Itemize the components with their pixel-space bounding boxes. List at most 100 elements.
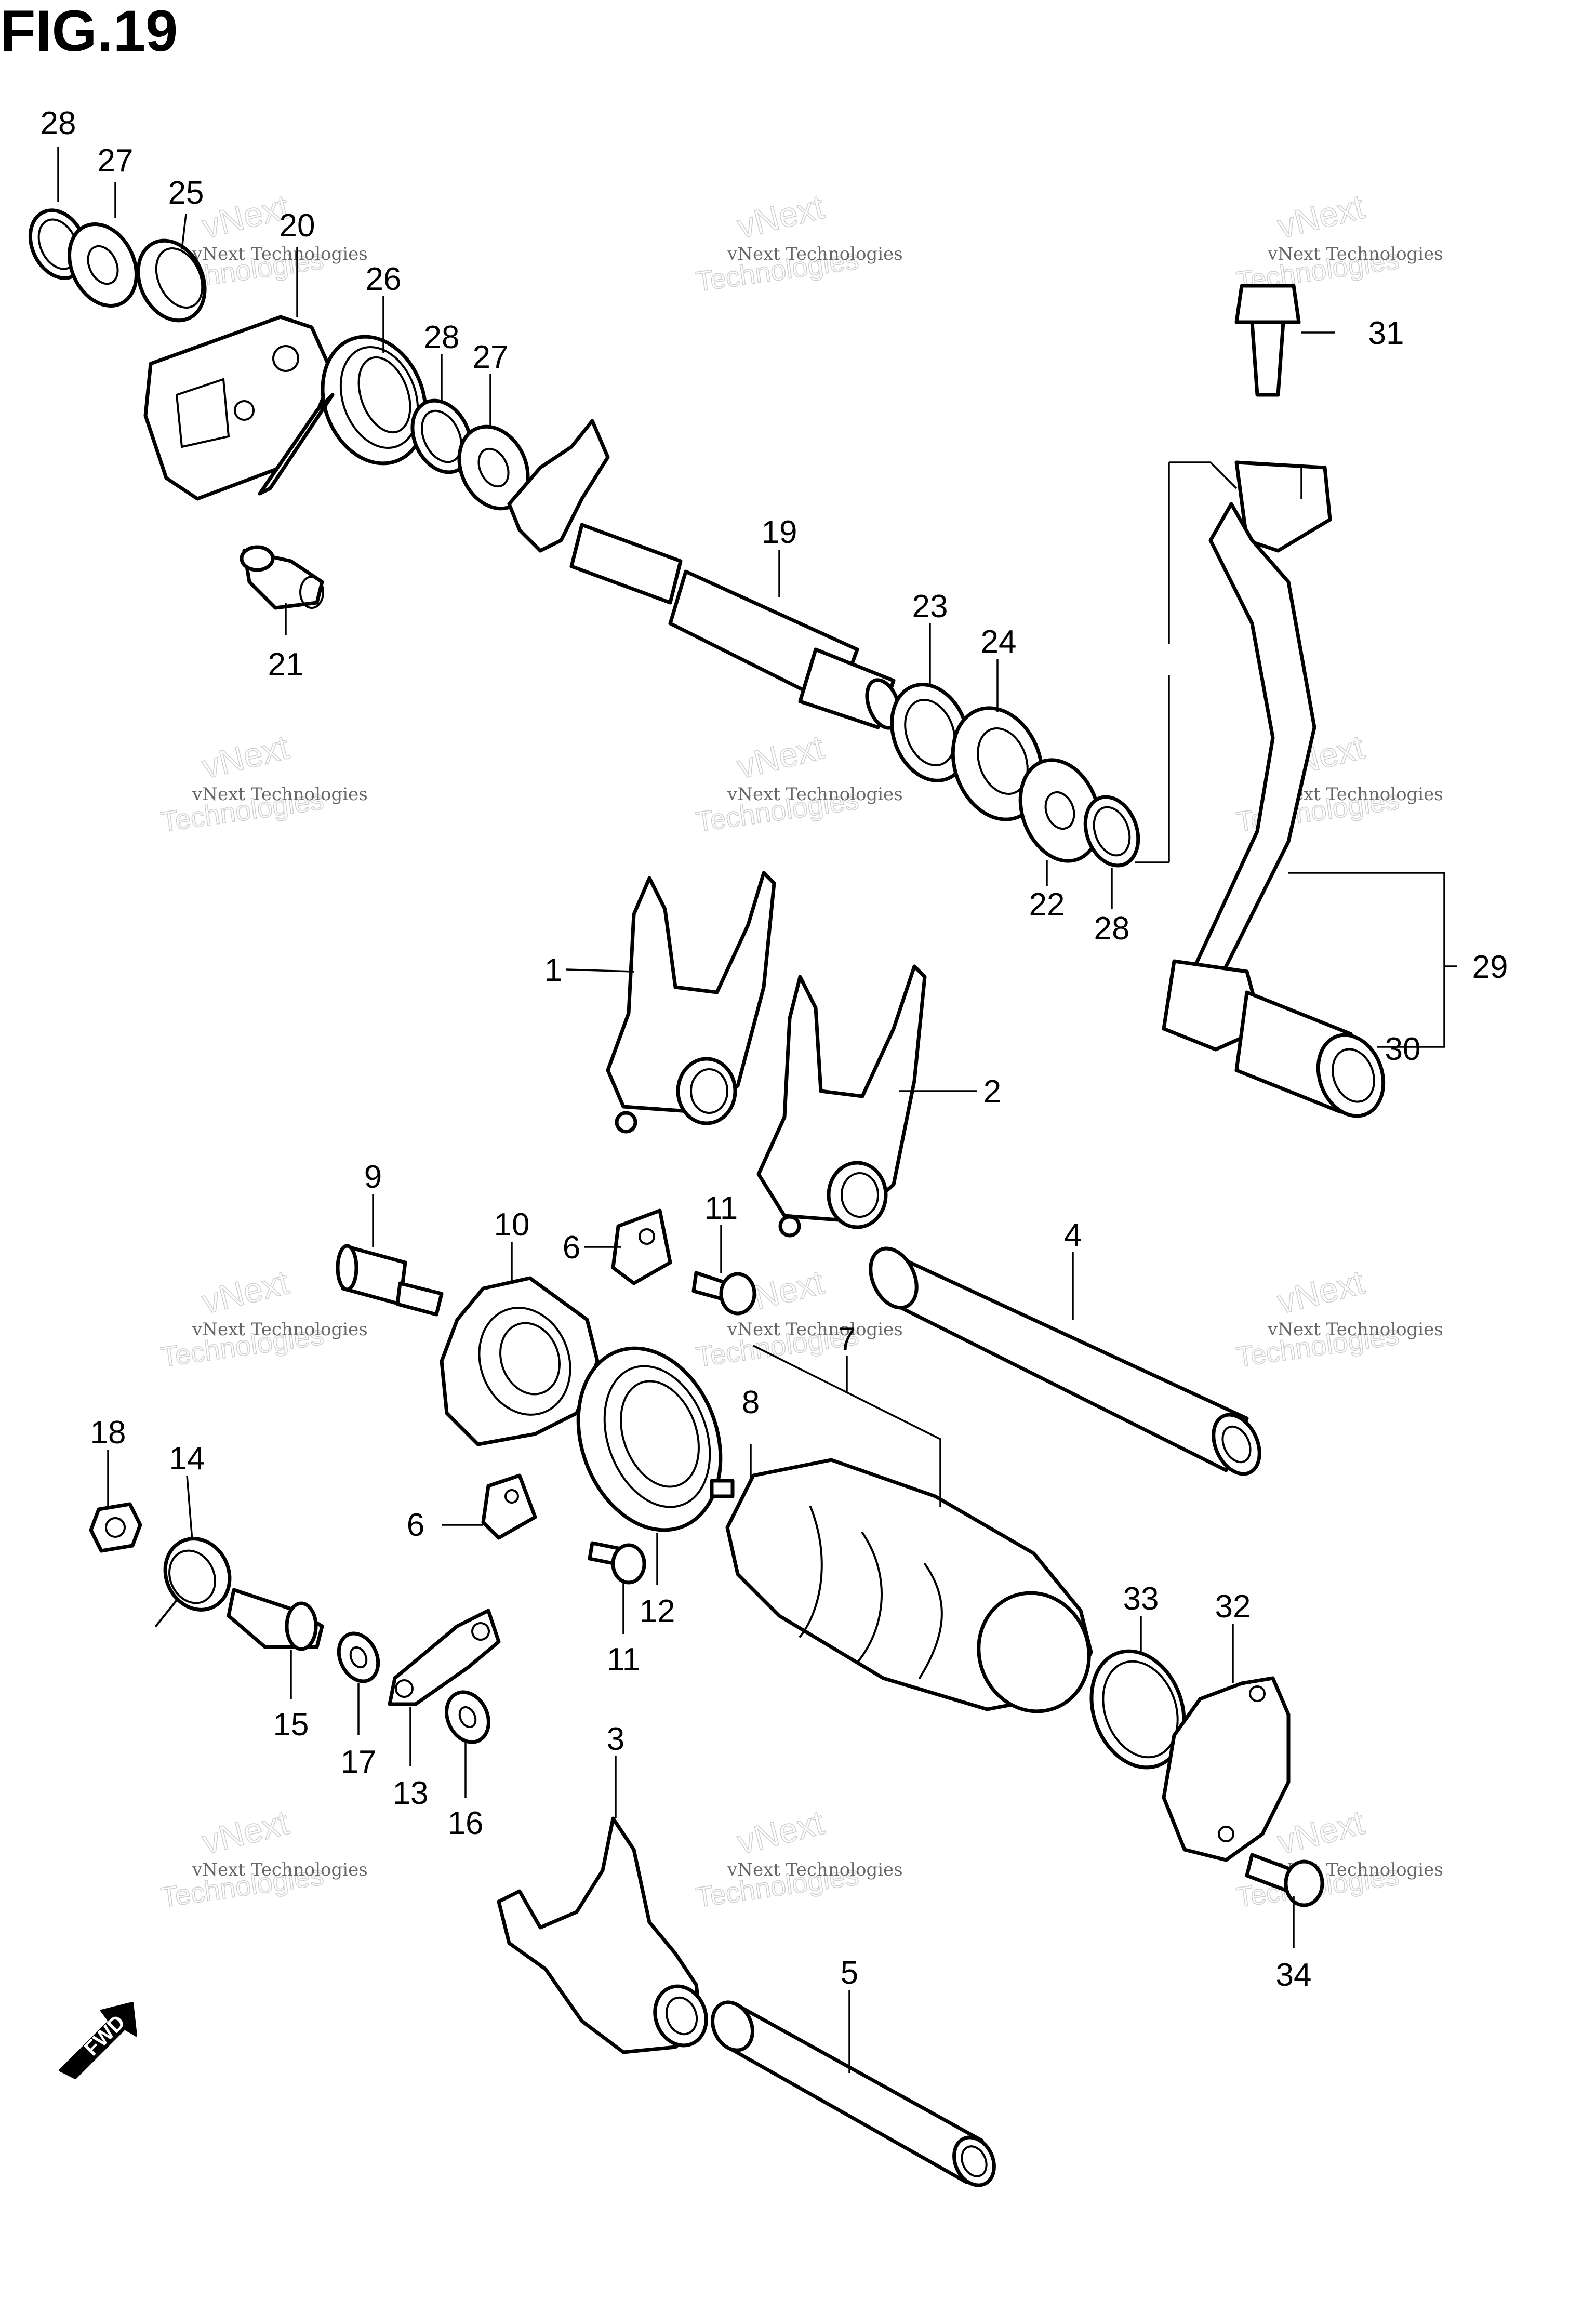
callout-14: 14 [169, 1441, 205, 1477]
watermark-vnext: vNext [198, 1803, 293, 1862]
part-nut-18 [89, 1502, 142, 1553]
callout-23: 23 [912, 589, 948, 624]
callout-2: 2 [983, 1074, 1001, 1110]
fwd-arrow-icon: FWD [59, 2002, 137, 2079]
callout-labels: 28 27 25 20 26 28 27 21 19 23 24 22 28 3… [41, 105, 1508, 1993]
watermark-vnext: vNext [734, 727, 828, 786]
figure-title: FIG.19 [0, 0, 178, 63]
callout-13: 13 [393, 1775, 429, 1811]
part-shaft-19 [507, 419, 901, 730]
part-footpeg-30 [1234, 990, 1386, 1118]
callout-24: 24 [981, 624, 1017, 660]
part-pin-9 [336, 1244, 444, 1317]
leader-lines [57, 147, 1457, 2073]
callout-12: 12 [640, 1593, 675, 1629]
callout-32: 32 [1215, 1589, 1251, 1625]
part-cover-32 [1162, 1676, 1291, 1862]
part-lever-29 [1162, 460, 1332, 1052]
callout-29: 29 [1472, 949, 1508, 985]
watermark-vnext: vNext [734, 187, 828, 246]
part-screw-11b [588, 1541, 646, 1585]
part-pin-21 [240, 545, 324, 610]
part-screw-11a [691, 1271, 756, 1316]
part-shaft-5 [711, 2000, 996, 2187]
part-washer-22 [1018, 758, 1101, 863]
part-cam-plate-10 [440, 1276, 600, 1446]
part-spring-25 [136, 238, 207, 323]
watermark-text: vNext Technologies [1267, 244, 1443, 264]
watermark-vnext: vNext [198, 727, 293, 786]
watermark-vnext: vNext [198, 187, 293, 246]
callout-21: 21 [268, 647, 304, 683]
part-circlip-28c [1083, 795, 1140, 868]
callout-5: 5 [841, 1955, 858, 1991]
callout-27: 27 [473, 339, 509, 375]
part-bearing-23 [890, 683, 970, 782]
callout-17: 17 [341, 1744, 377, 1780]
watermark-vnext: vNext [1274, 1803, 1368, 1862]
watermark-text: vNext Technologies [727, 244, 903, 264]
callout-28: 28 [424, 320, 460, 355]
callout-28: 28 [41, 105, 76, 141]
part-bolt-34 [1245, 1853, 1324, 1907]
part-cam-7 [725, 1458, 1093, 1713]
watermark-text: vNext Technologies [192, 1319, 368, 1340]
part-washer-27 [68, 222, 138, 308]
part-washer-16 [445, 1690, 490, 1744]
callout-9: 9 [364, 1159, 382, 1195]
watermark-text: vNext Technologies [192, 1859, 368, 1880]
watermark: vNext Technologies vNext Technologies [1234, 187, 1443, 298]
watermark-vnext: vNext [1274, 1263, 1368, 1321]
part-spring-26 [258, 335, 428, 496]
callout-8: 8 [742, 1385, 760, 1420]
callout-30: 30 [1385, 1031, 1421, 1067]
callout-31: 31 [1368, 315, 1404, 351]
watermark-text: vNext Technologies [727, 1319, 903, 1340]
part-fork-2 [756, 964, 927, 1238]
watermark: vNext Technologies vNext Technologies [694, 187, 903, 298]
part-shaft-4 [869, 1246, 1261, 1476]
callout-20: 20 [280, 208, 315, 244]
callout-34: 34 [1276, 1957, 1312, 1993]
callout-27: 27 [98, 143, 134, 179]
part-stopper-6b [481, 1473, 537, 1540]
callout-3: 3 [607, 1721, 624, 1757]
callout-6: 6 [407, 1507, 424, 1543]
callout-19: 19 [762, 514, 797, 550]
callout-7: 7 [838, 1321, 856, 1357]
part-shift-arm-20 [143, 315, 335, 501]
part-fork-1 [606, 871, 776, 1134]
callout-26: 26 [366, 261, 402, 297]
watermark-text: vNext Technologies [727, 784, 903, 805]
part-fork-3 [497, 1816, 708, 2054]
callout-28: 28 [1094, 911, 1130, 947]
part-circlip-28b [410, 398, 473, 474]
callout-25: 25 [168, 175, 204, 211]
callout-33: 33 [1123, 1581, 1159, 1617]
watermark: vNext Technologies vNext Technologies [1234, 1262, 1443, 1373]
watermark-vnext: vNext [198, 1263, 293, 1321]
callout-16: 16 [448, 1805, 484, 1841]
callout-11: 11 [607, 1642, 640, 1678]
watermark: vNext Technologies vNext Technologies [158, 727, 368, 838]
callout-10: 10 [494, 1207, 530, 1243]
callout-22: 22 [1029, 887, 1065, 923]
part-oring-33 [1089, 1649, 1186, 1770]
part-arm-13 [388, 1609, 501, 1706]
part-bolt-31 [1234, 284, 1301, 397]
watermark-text: vNext Technologies [1267, 1319, 1443, 1340]
watermark: vNext Technologies vNext Technologies [694, 727, 903, 838]
part-bearing-12 [576, 1346, 723, 1532]
part-spring-14 [155, 1537, 232, 1627]
callout-1: 1 [544, 952, 562, 988]
callout-4: 4 [1064, 1217, 1082, 1253]
part-bolt-15 [227, 1588, 324, 1651]
callout-6: 6 [563, 1230, 580, 1266]
watermark-text: vNext Technologies [192, 784, 368, 805]
part-pin-8 [710, 1479, 735, 1498]
watermark: vNext Technologies vNext Technologies [694, 1802, 902, 1914]
part-washer-17 [337, 1631, 380, 1683]
part-stopper-6a [611, 1208, 672, 1285]
watermark-vnext: vNext [734, 1803, 828, 1862]
